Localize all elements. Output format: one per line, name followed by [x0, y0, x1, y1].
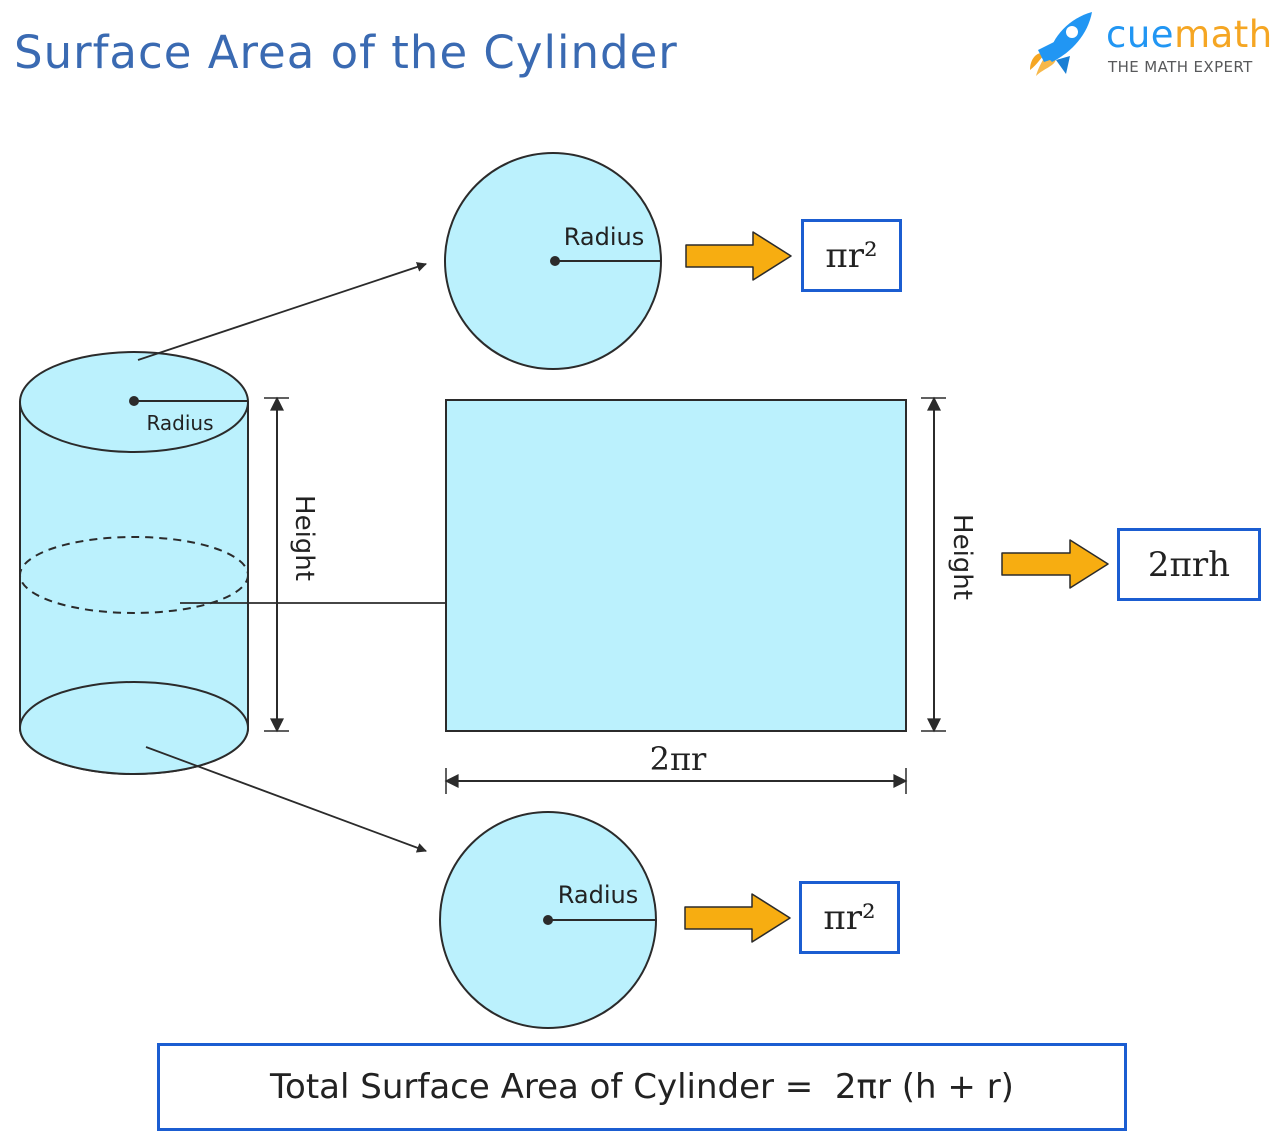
- top-circle-center-dot: [550, 256, 560, 266]
- lateral-rectangle-group: Height 2πr: [444, 396, 977, 794]
- top-circle-formula-box: πr²: [801, 219, 902, 292]
- brand-part-cue: cue: [1106, 13, 1175, 56]
- rectangle-width-label: 2πr: [650, 740, 707, 778]
- top-circle-group: Radius: [444, 152, 662, 370]
- lateral-area-formula-box: 2πrh: [1117, 528, 1261, 601]
- bottom-circle-formula: πr²: [823, 897, 876, 938]
- brand-part-math: math: [1174, 13, 1273, 56]
- page-title: Surface Area of the Cylinder: [14, 26, 678, 79]
- arrow-to-top-circle: [137, 262, 427, 361]
- brand-tagline: THE MATH EXPERT: [1108, 58, 1253, 76]
- total-surface-area-formula: Total Surface Area of Cylinder = 2πr (h …: [270, 1067, 1014, 1107]
- top-circle-radius-label: Radius: [564, 223, 644, 251]
- cylinder-middle-dashed: [19, 536, 249, 614]
- rocket-icon: [1030, 12, 1092, 76]
- orange-arrow-middle: [1001, 539, 1109, 589]
- orange-arrow-bottom: [684, 893, 791, 943]
- top-circle-formula: πr²: [825, 235, 878, 276]
- total-surface-area-box: Total Surface Area of Cylinder = 2πr (h …: [157, 1043, 1127, 1131]
- cylinder-radius-label: Radius: [146, 411, 213, 435]
- bottom-circle-formula-box: πr²: [799, 881, 900, 954]
- lateral-area-formula: 2πrh: [1147, 544, 1231, 585]
- cylinder-height-dimension: Height: [264, 396, 319, 733]
- bottom-circle-center-dot: [543, 915, 553, 925]
- cylinder-center-dot: [129, 396, 139, 406]
- cylinder: Radius: [19, 351, 249, 775]
- cuemath-logo: cuemath THE MATH EXPERT: [1016, 6, 1278, 86]
- orange-arrow-top: [685, 231, 792, 281]
- rectangle-height-label: Height: [947, 514, 977, 600]
- brand-name: cuemath: [1106, 16, 1273, 53]
- cylinder-height-label: Height: [289, 495, 319, 581]
- arrow-to-bottom-circle: [145, 746, 427, 853]
- bottom-circle-group: Radius: [439, 811, 657, 1029]
- bottom-circle-radius-label: Radius: [558, 881, 638, 909]
- lateral-rectangle: [445, 399, 907, 732]
- cylinder-bottom-face: [19, 681, 249, 775]
